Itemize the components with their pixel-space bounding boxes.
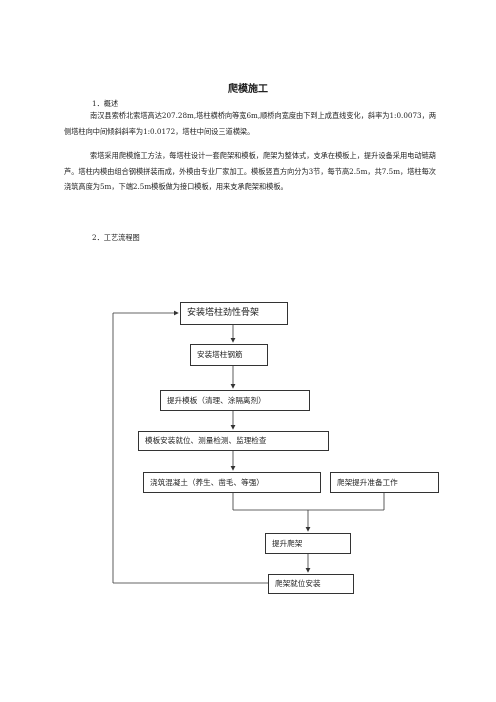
overview-paragraph-1: 南汉县索桥北索塔高达207.28m,塔柱横桥向等宽6m,顺桥向宽度由下到上成直线… [64, 111, 437, 136]
section-heading-overview: 1．概述 [92, 99, 119, 108]
flow-step-install-skeleton: 安装塔柱劲性骨架 [180, 302, 288, 325]
section-heading-process-flow: 2．工艺流程图 [92, 233, 140, 242]
flow-step-climbing-prep: 爬架提升准备工作 [330, 472, 439, 493]
overview-paragraph-2: 索塔采用爬模施工方法，每塔柱设计一套爬架和模板，爬架为整体式，支承在模板上，提升… [64, 151, 436, 191]
flow-step-lift-climbing-frame: 提升爬架 [265, 533, 351, 554]
flow-step-pour-concrete: 浇筑混凝土（养生、凿毛、等强） [143, 472, 321, 493]
flow-step-frame-install: 爬架就位安装 [268, 574, 354, 594]
flow-step-lift-formwork: 提升模板（清理、涂隔离剂） [160, 390, 310, 411]
page-title: 爬模施工 [228, 84, 268, 95]
flow-step-formwork-inspection: 模板安装就位、测量检测、监理检查 [138, 431, 329, 451]
flow-step-install-rebar: 安装塔柱钢筋 [190, 344, 268, 366]
